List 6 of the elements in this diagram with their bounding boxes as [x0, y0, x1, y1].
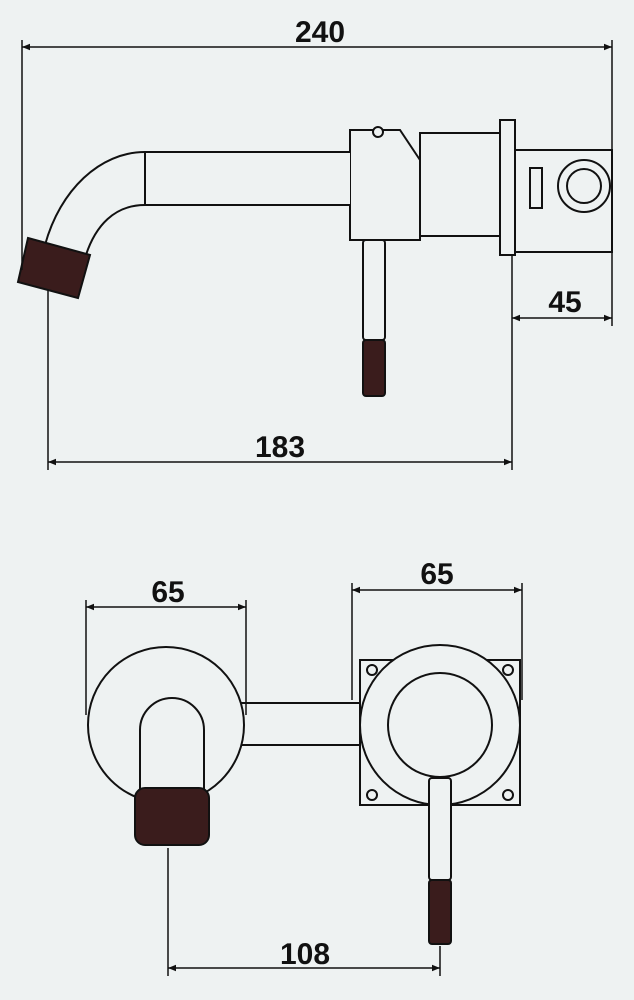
dimension-label: 45: [548, 288, 582, 318]
dimension-label: 240: [294, 18, 346, 48]
dimension-label: 108: [280, 940, 330, 970]
dimension-label: 65: [420, 560, 454, 590]
dimension-label: 183: [254, 433, 306, 463]
dimension-label: 65: [151, 578, 185, 608]
